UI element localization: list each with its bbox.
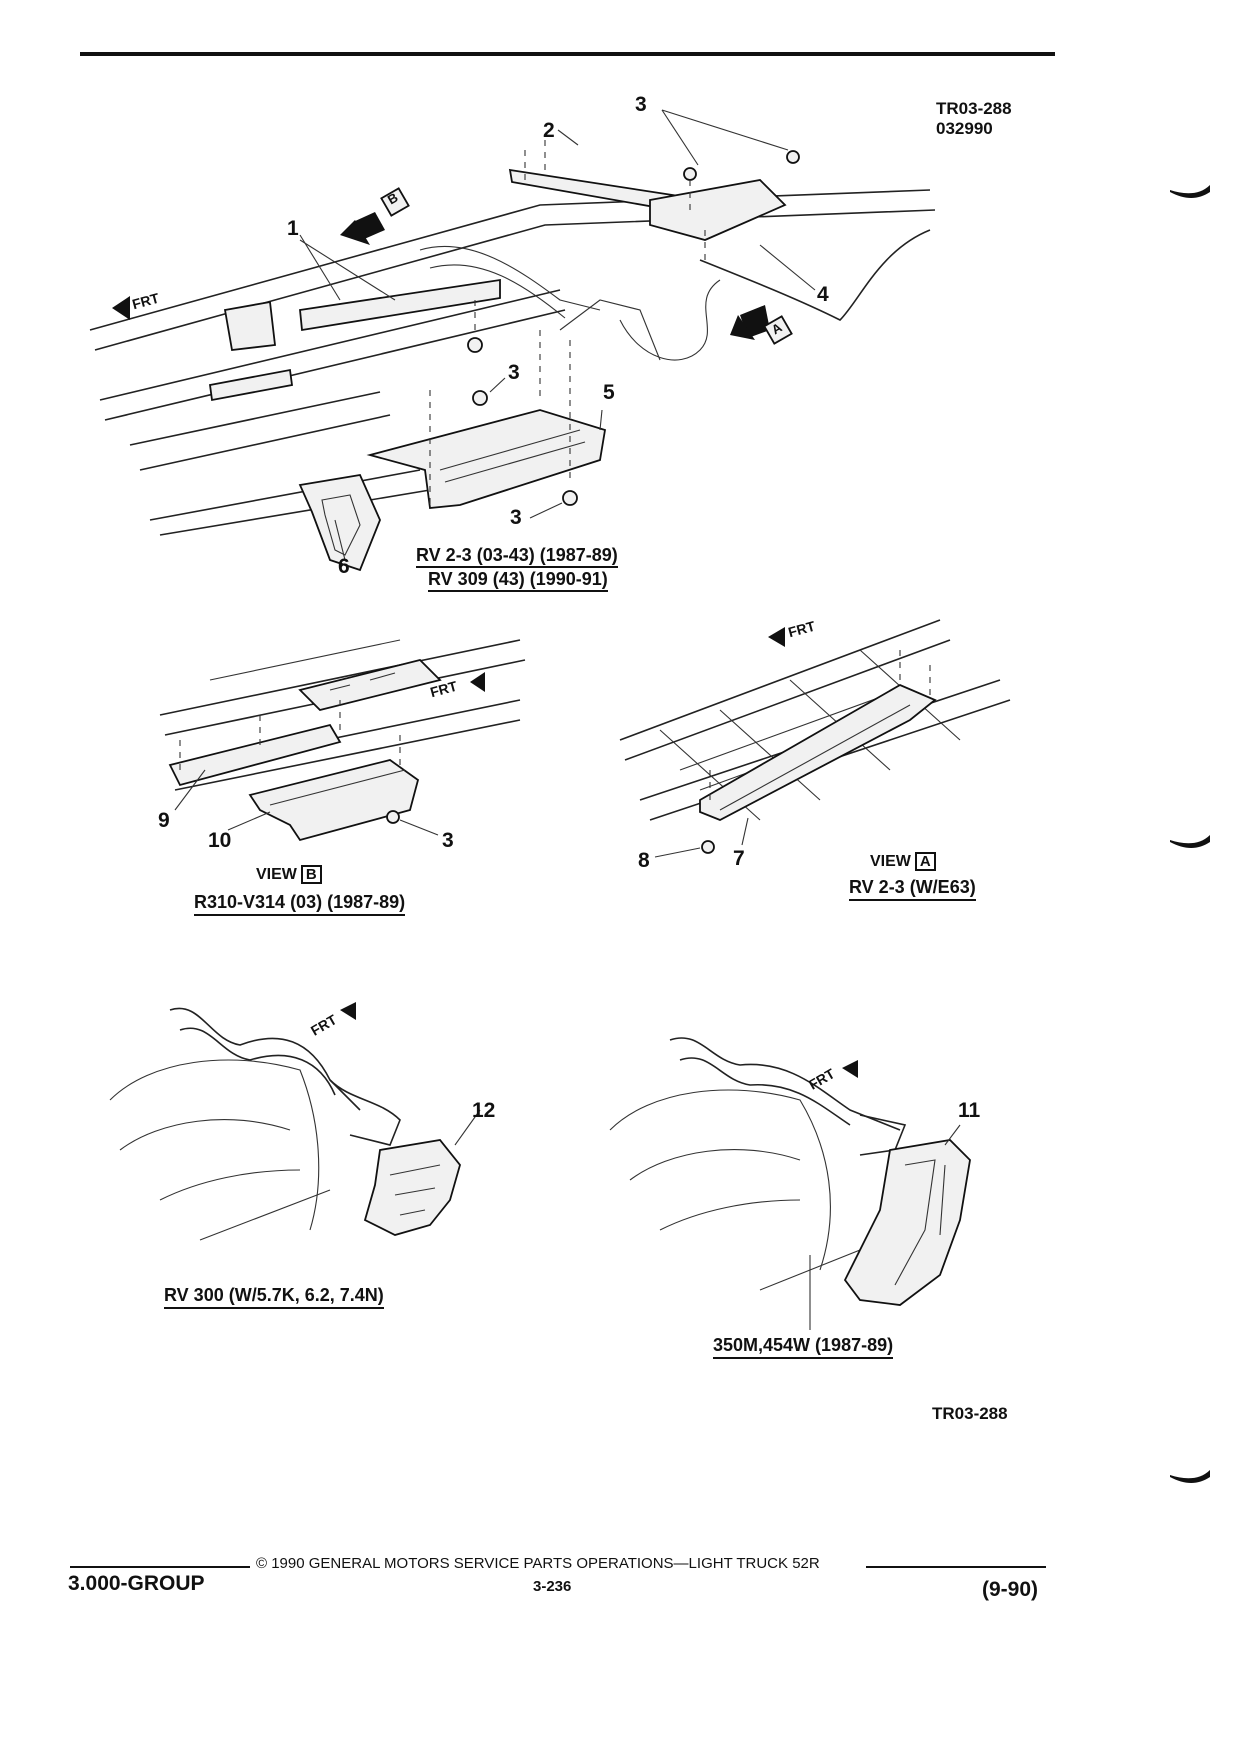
view-b-letter: B (300, 865, 322, 884)
footer-revision: (9-90) (982, 1578, 1039, 1601)
header-date-code: 032990 (936, 119, 993, 138)
lower-right-caption: 350M,454W (1987-89) (713, 1336, 894, 1359)
view-b-drawing (159, 639, 526, 842)
callout-7: 7 (733, 847, 745, 870)
footer-group: 3.000-GROUP (68, 1572, 205, 1595)
view-b-word: VIEW (256, 866, 297, 883)
footer-rule-right (866, 1566, 1046, 1568)
header-ref-code: TR03-288 (936, 99, 1012, 118)
main-caption-line2: RV 309 (43) (1990-91) (428, 570, 608, 592)
callout-1: 1 (287, 217, 299, 240)
callout-12: 12 (472, 1099, 496, 1122)
footer-rule-left (70, 1566, 250, 1568)
callout-8: 8 (638, 849, 650, 872)
footer-ref-code: TR03-288 (932, 1404, 1008, 1423)
callout-6: 6 (338, 555, 350, 578)
callout-5: 5 (603, 381, 615, 404)
callout-2: 2 (543, 119, 555, 142)
lower-right-drawing (609, 1037, 971, 1330)
callout-10: 10 (208, 829, 232, 852)
view-a-word: VIEW (870, 853, 911, 870)
lower-left-caption: RV 300 (W/5.7K, 6.2, 7.4N) (164, 1286, 384, 1309)
main-caption-line1: RV 2-3 (03-43) (1987-89) (416, 546, 618, 568)
callout-11: 11 (958, 1099, 981, 1122)
callout-9: 9 (158, 809, 170, 832)
callout-4: 4 (817, 283, 829, 306)
lower-left-drawing (109, 1002, 481, 1241)
callout-3-view-b: 3 (442, 829, 454, 852)
view-b-caption: R310-V314 (03) (1987-89) (194, 893, 406, 916)
view-a-letter: A (914, 852, 936, 871)
footer-page-number: 3-236 (533, 1578, 572, 1595)
callout-3-bottom: 3 (510, 506, 522, 529)
view-a-drawing (619, 619, 1011, 858)
footer-copyright: © 1990 GENERAL MOTORS SERVICE PARTS OPER… (256, 1555, 820, 1572)
callout-3-top: 3 (635, 93, 647, 116)
callout-3-mid: 3 (508, 361, 520, 384)
top-rule (80, 52, 1055, 56)
main-diagram-drawing (89, 109, 936, 572)
view-a-caption: RV 2-3 (W/E63) (849, 878, 976, 901)
